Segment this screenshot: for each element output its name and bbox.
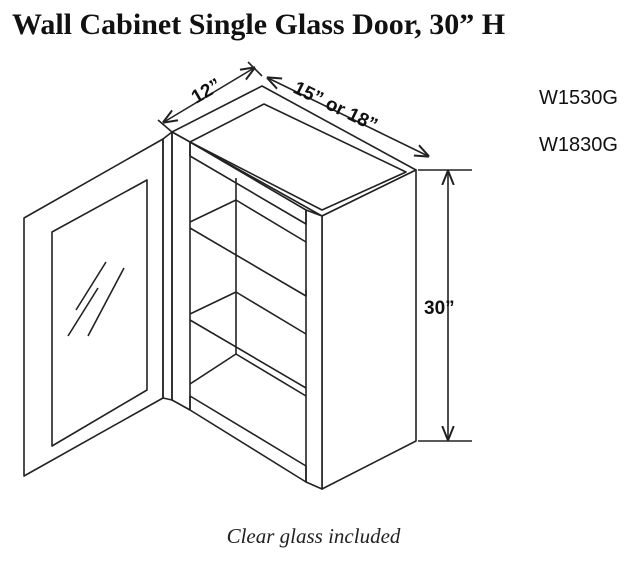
page-title: Wall Cabinet Single Glass Door, 30” H (12, 8, 506, 41)
caption-glass-included: Clear glass included (226, 524, 401, 548)
face-frame-bottom-rail (189, 395, 307, 483)
height-dimension-label: 30” (424, 298, 455, 319)
glass-reflection-3 (87, 267, 125, 337)
depth-extension-line-1 (157, 119, 173, 133)
face-frame-top-rail (189, 141, 307, 225)
model-number-w1530g: W1530G (539, 87, 618, 109)
cabinet-bottom-shelf (189, 353, 307, 397)
depth-dimension-arrow (164, 68, 254, 122)
face-frame-right-stile (305, 209, 323, 490)
depth-extension-line-2 (247, 61, 263, 77)
model-number-w1830g: W1830G (539, 134, 618, 156)
cabinet-right-side (321, 169, 417, 490)
glass-door-panel (51, 179, 148, 447)
width-dimension-arrow (268, 78, 428, 156)
glass-door-frame (23, 138, 164, 477)
shelf-middle (189, 291, 307, 389)
glass-reflection-1 (67, 287, 99, 337)
depth-dimension-label: 12” (188, 75, 225, 109)
door-edge (162, 131, 173, 401)
face-frame-left-stile (171, 131, 191, 411)
glass-reflection-2 (75, 261, 107, 311)
shelf-upper (189, 199, 307, 297)
